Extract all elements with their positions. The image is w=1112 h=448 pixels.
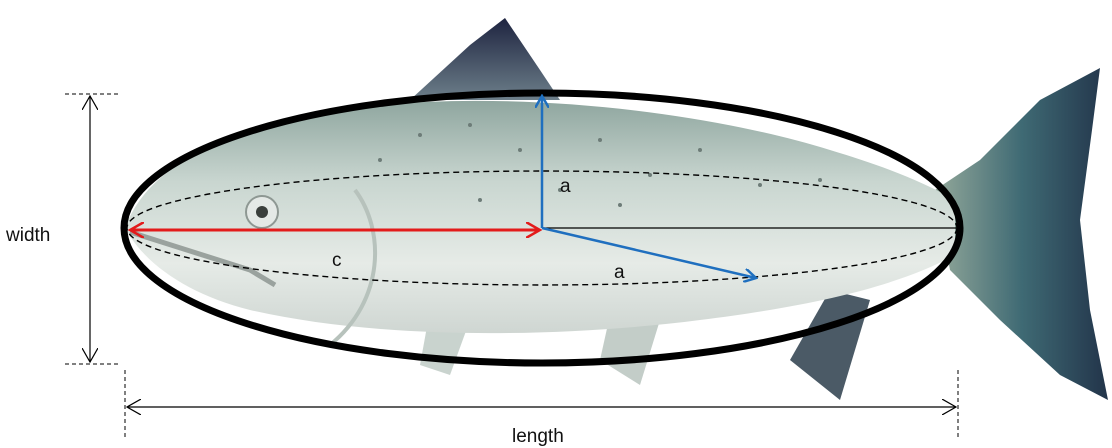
vertical-semi-axis-label: a bbox=[560, 176, 571, 197]
width-label: width bbox=[5, 225, 50, 246]
adipose-fin bbox=[790, 290, 870, 400]
diagonal-semi-axis-label: a bbox=[614, 262, 625, 283]
fish-illustration bbox=[125, 18, 1108, 400]
fish-eye bbox=[256, 206, 268, 218]
length-label: length bbox=[512, 426, 564, 447]
focal-distance-label: c bbox=[332, 250, 342, 271]
dorsal-fin bbox=[410, 18, 560, 100]
